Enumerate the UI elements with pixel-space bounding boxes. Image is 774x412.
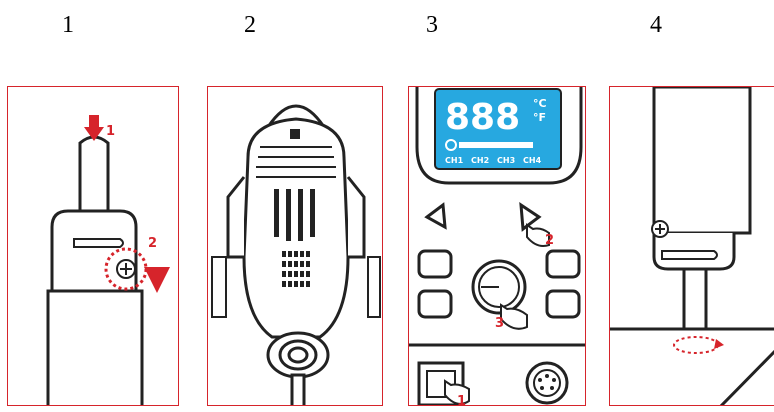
step-4-panel [609, 86, 774, 406]
marker-3: 3 [495, 316, 504, 331]
down-arrow-icon [84, 115, 104, 141]
screw-icon [651, 220, 669, 238]
step-number-3: 3 [426, 12, 438, 38]
step-2-panel [207, 86, 383, 406]
lcd-fan-bar [445, 139, 533, 151]
handle-socket [525, 361, 569, 405]
heat-gun-handle-illustration [211, 104, 381, 405]
screw-icon [116, 259, 136, 279]
control-panel-illustration: 888 °C °F CH1 CH2 CH3 CH4 [409, 87, 585, 406]
hand-pointer-icon [500, 303, 528, 330]
hand-pointer-icon [444, 379, 470, 405]
lcd-channel-3: CH3 [497, 156, 515, 165]
channel-button-bottom-left[interactable] [417, 289, 453, 319]
marker-2: 2 [148, 236, 157, 251]
channel-button-top-right[interactable] [545, 249, 581, 279]
step-number-1: 1 [62, 12, 74, 38]
right-arrow-button[interactable] [519, 202, 542, 232]
lcd-channel-2: CH2 [471, 156, 489, 165]
lcd-screen [434, 88, 562, 170]
lcd-unit-c: °C [533, 97, 547, 110]
lcd-channel-1: CH1 [445, 156, 464, 165]
rotate-arrow-icon [673, 336, 724, 354]
left-arrow-button[interactable] [424, 202, 447, 230]
marker-1: 1 [457, 394, 466, 406]
step-3-panel: 888 °C °F CH1 CH2 CH3 CH4 [408, 86, 586, 406]
channel-button-top-left[interactable] [417, 249, 453, 279]
lcd-unit-f: °F [533, 111, 546, 124]
channel-button-bottom-right[interactable] [545, 289, 581, 319]
marker-1: 1 [106, 124, 115, 139]
hand-pointer-icon [526, 223, 550, 247]
step-number-4: 4 [650, 12, 662, 38]
step-number-2: 2 [244, 12, 256, 38]
step-4-illustration [610, 87, 774, 405]
adjust-knob[interactable] [471, 259, 527, 315]
marker-2: 2 [545, 233, 554, 248]
step-1-panel: 1 2 [7, 86, 179, 406]
lcd-digits: 888 [445, 97, 520, 138]
lcd-channel-4: CH4 [523, 156, 542, 165]
step-1-illustration: 1 2 [46, 115, 170, 405]
turn-arrow-icon [144, 267, 170, 293]
